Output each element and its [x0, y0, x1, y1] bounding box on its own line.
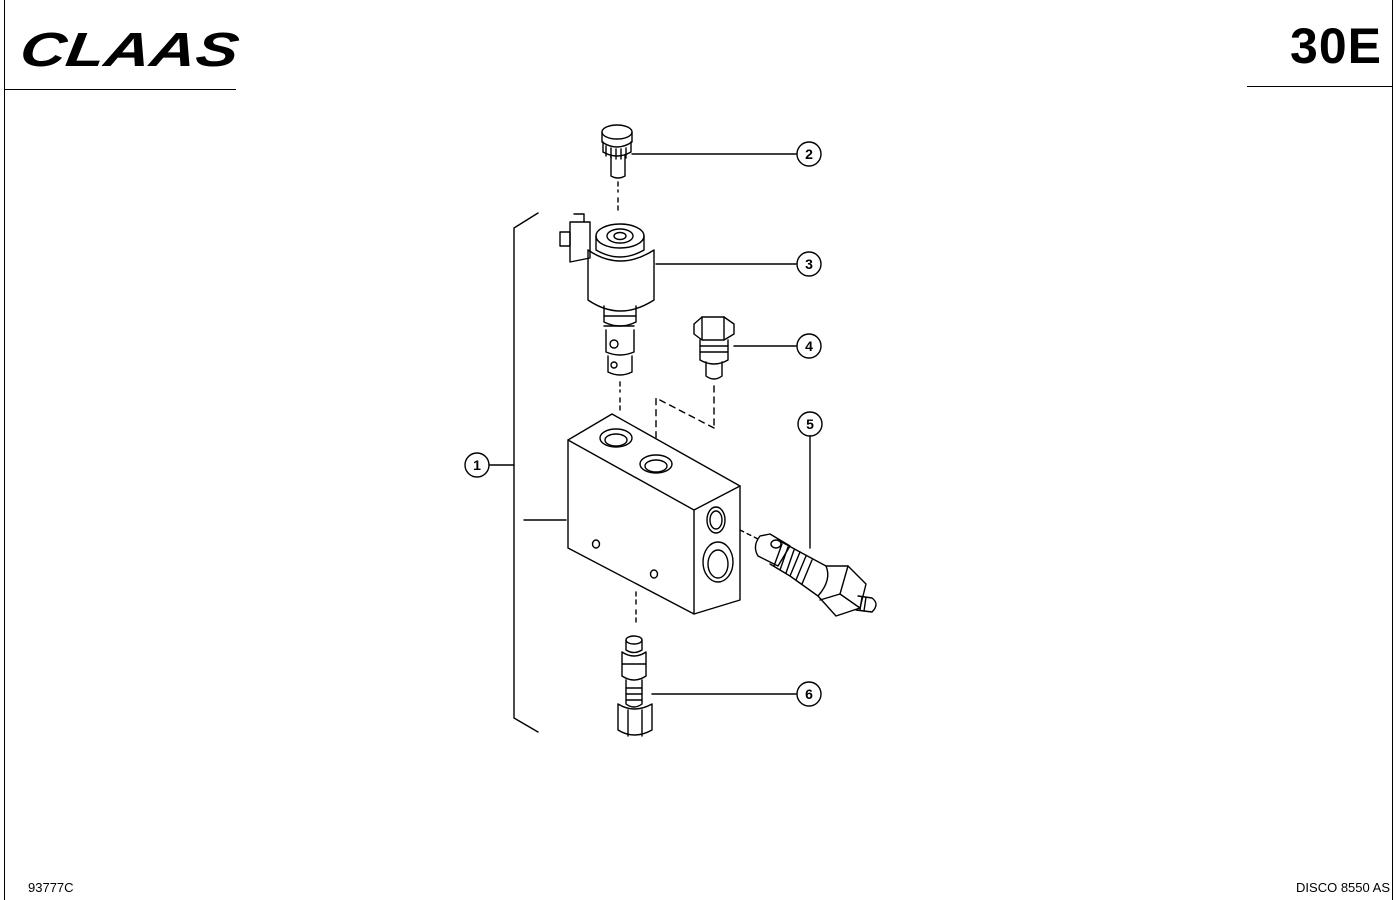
callout-4: 4 [805, 338, 813, 354]
part-solenoid-valve [559, 213, 655, 413]
brand-logo: CLAAS [18, 26, 240, 72]
part-plug [655, 316, 735, 441]
callout-3: 3 [805, 256, 813, 272]
part-check-valve [617, 635, 653, 737]
part-valve-block [567, 413, 761, 627]
header-rule-left [5, 89, 236, 90]
page-border-right [1392, 0, 1393, 900]
callout-5: 5 [806, 416, 814, 432]
assembly-bracket [489, 212, 567, 733]
drawing-number: 93777C [28, 880, 74, 895]
section-code: 30E [1290, 18, 1382, 74]
header-rule-right [1247, 86, 1392, 87]
part-cap-knob [601, 124, 633, 213]
callout-6: 6 [805, 686, 813, 702]
page-border-left [4, 0, 5, 900]
callout-2: 2 [805, 146, 813, 162]
model-name: DISCO 8550 AS [1296, 880, 1390, 895]
callout-1: 1 [473, 457, 481, 473]
leader-lines [631, 153, 811, 695]
part-pressure-switch [754, 533, 877, 617]
brand-logo-text: CLAAS [18, 26, 240, 72]
callout-circles [464, 141, 823, 707]
